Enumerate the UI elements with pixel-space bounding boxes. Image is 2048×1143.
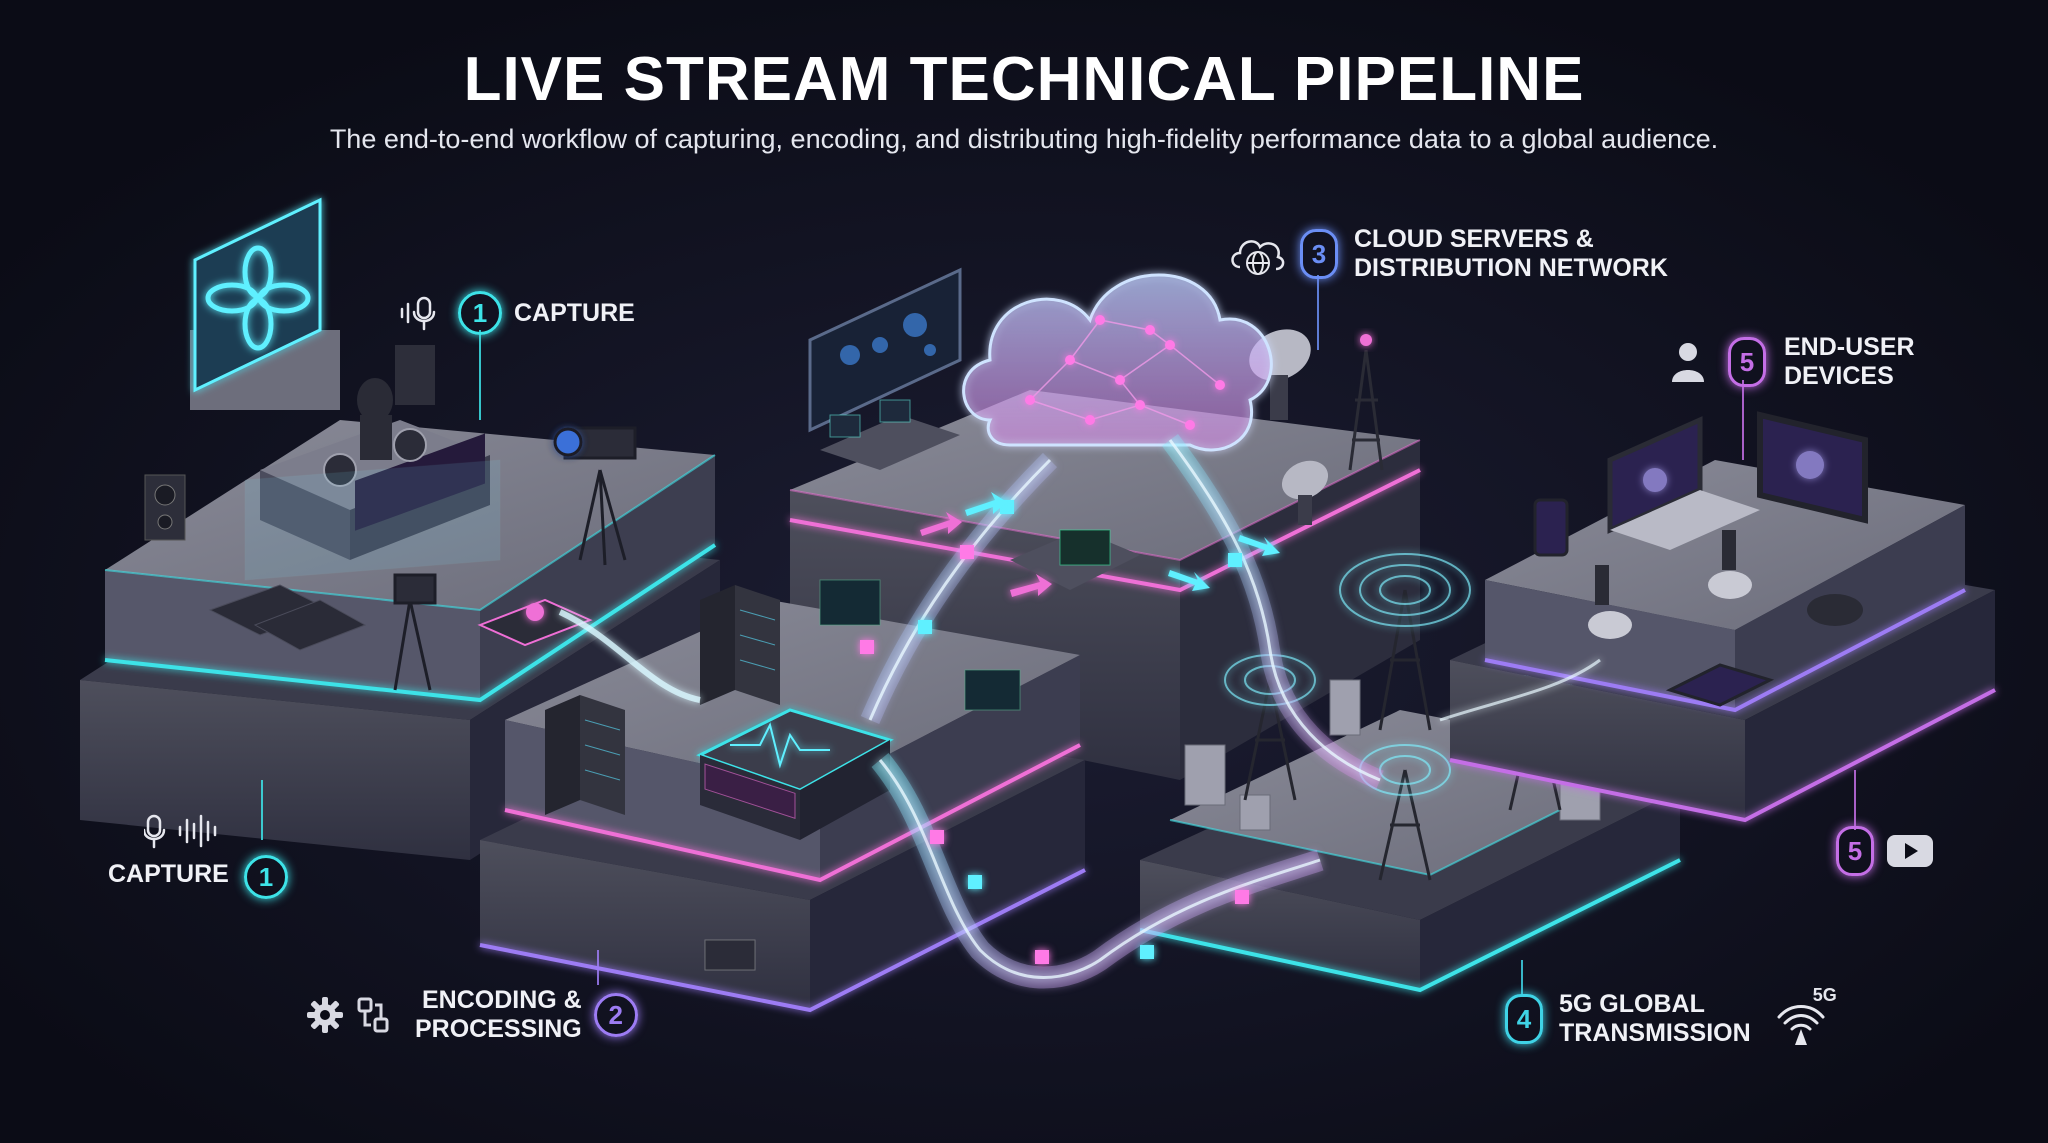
microphone-waveform-icon	[144, 812, 236, 850]
dj-booth	[244, 378, 501, 581]
city-building	[1329, 679, 1361, 736]
capture-platform	[80, 197, 720, 860]
encoder-unit	[696, 708, 894, 840]
step-number-badge: 1	[244, 855, 288, 899]
server-rack	[545, 695, 625, 815]
step-number-badge: 4	[1505, 994, 1543, 1044]
stage-title-line2: PROCESSING	[415, 1015, 582, 1043]
callout-leaders	[261, 275, 1856, 995]
devices-platform	[1449, 411, 1996, 823]
5g-label: 5G	[1812, 985, 1837, 1005]
user-icon	[1668, 340, 1708, 384]
5g-tower	[1378, 589, 1432, 731]
stage-title: CAPTURE	[514, 298, 635, 327]
stage-label-capture-top: 1 CAPTURE	[398, 291, 635, 335]
step-number-badge: 1	[458, 291, 502, 335]
data-monitor	[964, 669, 1021, 711]
step-number-badge: 5	[1728, 337, 1766, 387]
signal-wave	[1379, 575, 1431, 605]
stage-label-capture-left: CAPTURE 1	[108, 812, 308, 899]
step-number-badge: 5	[1836, 826, 1874, 876]
smartphone	[1533, 498, 1569, 557]
cloud-globe-icon	[1228, 231, 1288, 277]
stage-title-line2: DISTRIBUTION NETWORK	[1354, 254, 1668, 282]
stage-label-encoding: ENCODING & PROCESSING 2	[305, 986, 638, 1044]
stage-label-devices: 5 END-USER DEVICES	[1668, 333, 1915, 391]
gear-workflow-icon	[305, 991, 395, 1039]
step-number-badge: 3	[1300, 229, 1338, 279]
stage-title-line2: TRANSMISSION	[1559, 1019, 1751, 1047]
stage-title-line1: ENCODING &	[421, 986, 582, 1014]
5g-tower	[1378, 769, 1432, 881]
camera-tripod-2	[393, 573, 437, 691]
data-packets	[860, 500, 1249, 964]
stage-label-cloud: 3 CLOUD SERVERS & DISTRIBUTION NETWORK	[1228, 225, 1668, 283]
page-subtitle: The end-to-end workflow of capturing, en…	[329, 124, 1719, 154]
vr-headset	[1807, 594, 1863, 626]
stage-title-line1: 5G GLOBAL	[1559, 990, 1705, 1018]
5g-tower	[1243, 679, 1297, 801]
stage-title-line1: END-USER	[1784, 333, 1915, 361]
microphone-waveform-icon	[398, 294, 446, 332]
cloud-network	[962, 273, 1273, 452]
barcode-plate	[704, 939, 756, 971]
flow-arrows	[920, 492, 1280, 597]
control-desk	[820, 415, 960, 470]
viewer-chair	[1708, 571, 1752, 599]
antenna-tower	[1348, 349, 1384, 471]
step-number-badge: 2	[593, 993, 638, 1037]
audio-mixer	[253, 599, 367, 651]
tablet	[1665, 663, 1775, 707]
data-pipeline	[558, 434, 1601, 989]
stage-label-devices-bottom: 5	[1836, 826, 1934, 876]
brand-logo-sign	[190, 197, 340, 410]
server-rack	[700, 585, 780, 705]
stage-title: CAPTURE	[108, 860, 229, 888]
satellite-dish	[1281, 460, 1329, 525]
viewer-chair	[1588, 611, 1632, 639]
waveform-monitor	[819, 579, 881, 626]
page-title: LIVE STREAM TECHNICAL PIPELINE	[463, 45, 1585, 114]
stage-title-line1: CLOUD SERVERS &	[1354, 225, 1594, 253]
speaker	[395, 345, 435, 405]
stage-title-line2: DEVICES	[1784, 362, 1894, 390]
5g-signal-icon: 5G	[1773, 985, 1837, 1047]
stage-label-transmission: 4 5G GLOBAL TRANSMISSION 5G	[1505, 985, 1837, 1048]
play-button-icon[interactable]	[1886, 834, 1934, 868]
city-building	[1184, 744, 1226, 806]
city-building	[1239, 794, 1271, 831]
camera-tripod	[553, 426, 637, 566]
